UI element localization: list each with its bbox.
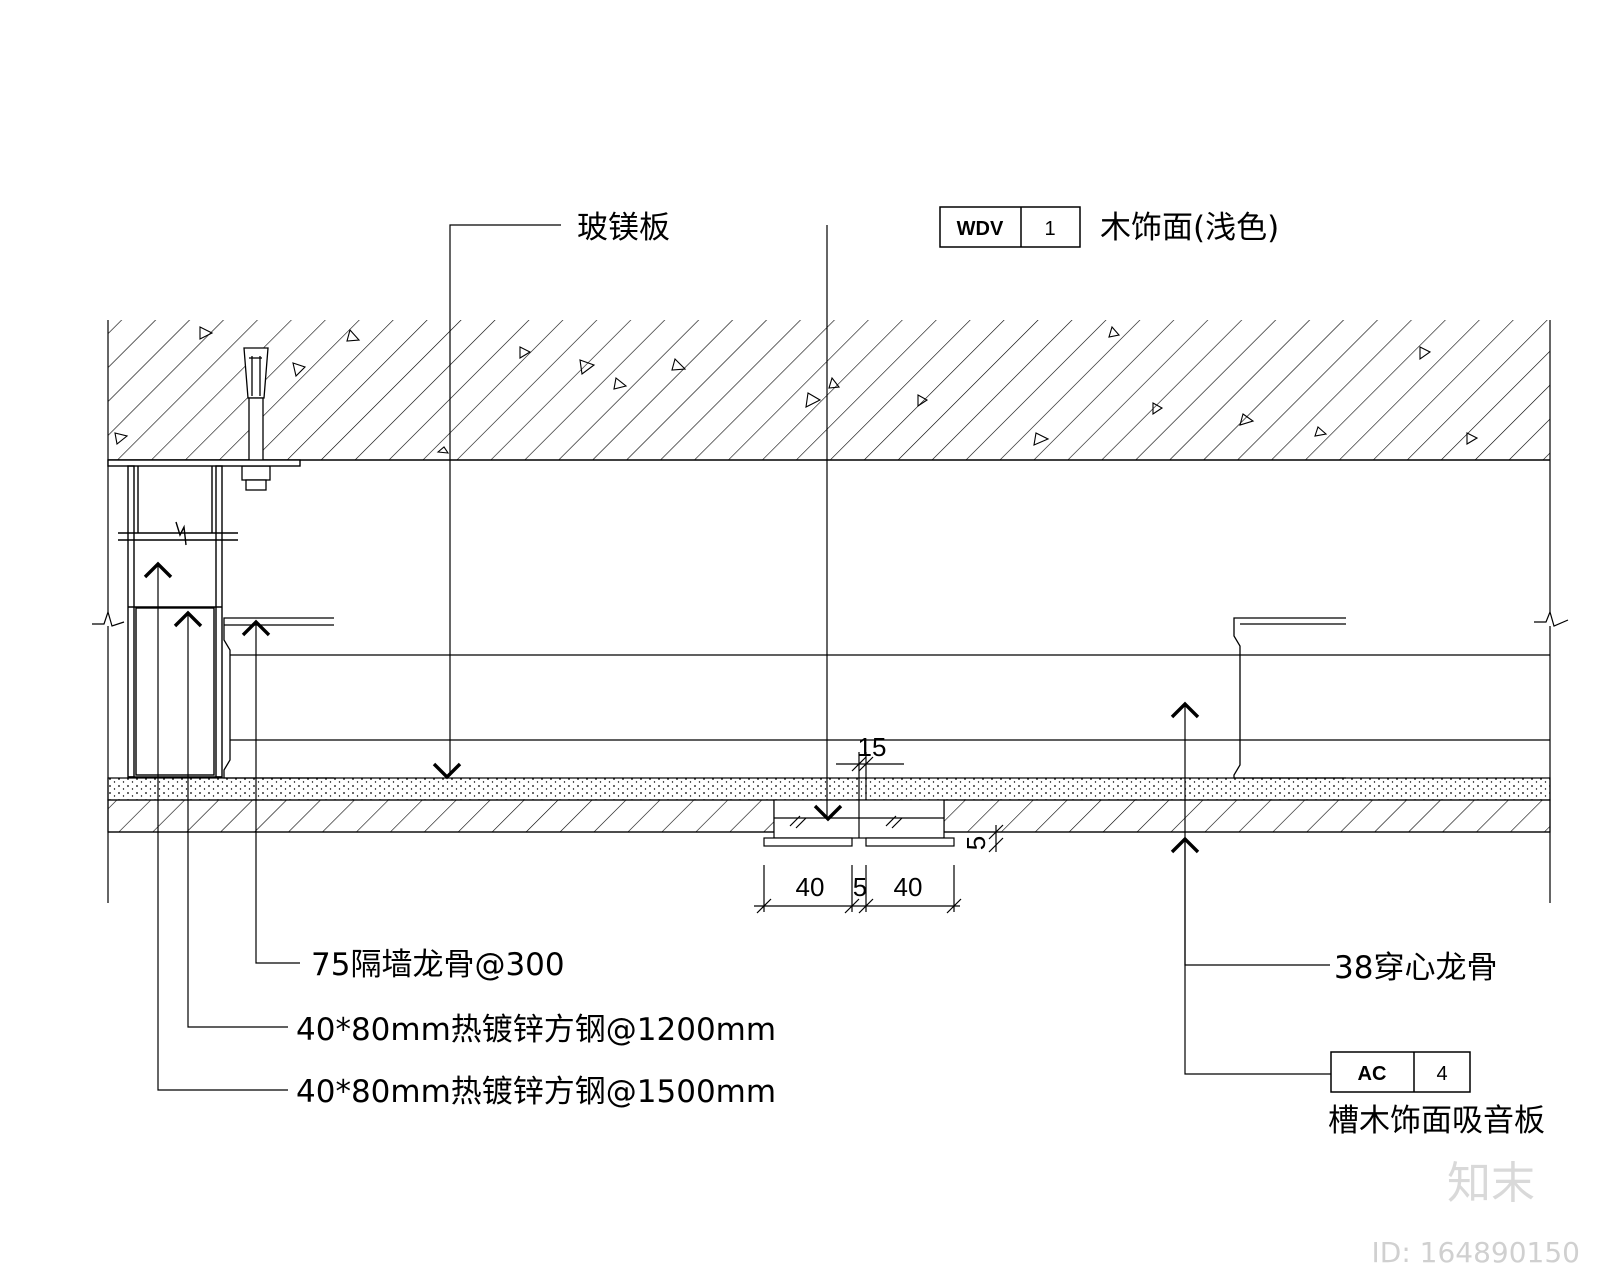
tag-ac-number: 4 xyxy=(1436,1063,1447,1085)
label-board: 玻镁板 xyxy=(577,210,670,246)
magnesium-board xyxy=(107,777,1551,801)
label-through-keel: 38穿心龙骨 xyxy=(1334,950,1497,986)
tag-wdv-number: 1 xyxy=(1044,218,1055,240)
expansion-anchor xyxy=(241,347,271,491)
label-partition-keel: 75隔墙龙骨@300 xyxy=(311,947,565,983)
leader-lines xyxy=(157,224,1331,1091)
dim-offset: 5 xyxy=(961,836,991,850)
boundary-lines xyxy=(92,320,1569,903)
label-steel-1500: 40*80mm热镀锌方钢@1500mm xyxy=(296,1074,776,1110)
watermark-id: ID: 164890150 xyxy=(1372,1236,1580,1269)
wood-finish-layer xyxy=(107,799,1551,833)
partition-stud-left xyxy=(223,617,334,779)
steel-frame xyxy=(107,459,301,778)
dim-right-width: 40 xyxy=(894,872,923,902)
partition-stud-right xyxy=(1233,617,1346,779)
dim-gap-top: 15 xyxy=(858,732,887,762)
stud-lines xyxy=(230,654,1550,741)
tag-ac-code: AC xyxy=(1358,1063,1387,1085)
watermark-logo: 知末 xyxy=(1447,1158,1535,1209)
tag-wdv-code: WDV xyxy=(957,218,1004,240)
label-steel-1200: 40*80mm热镀锌方钢@1200mm xyxy=(296,1012,776,1048)
label-wood-finish: 木饰面(浅色) xyxy=(1100,210,1279,246)
dimension-lines xyxy=(754,752,1004,914)
groove-trim xyxy=(763,799,955,847)
concrete-slab xyxy=(108,320,1550,461)
dim-left-width: 40 xyxy=(796,872,825,902)
aggregate-marks xyxy=(114,325,1479,454)
tag-wdv: WDV 1 xyxy=(939,206,1081,248)
label-acoustic-panel: 槽木饰面吸音板 xyxy=(1328,1103,1545,1139)
tag-ac: AC 4 xyxy=(1330,1051,1471,1093)
dim-gap: 5 xyxy=(853,872,867,902)
